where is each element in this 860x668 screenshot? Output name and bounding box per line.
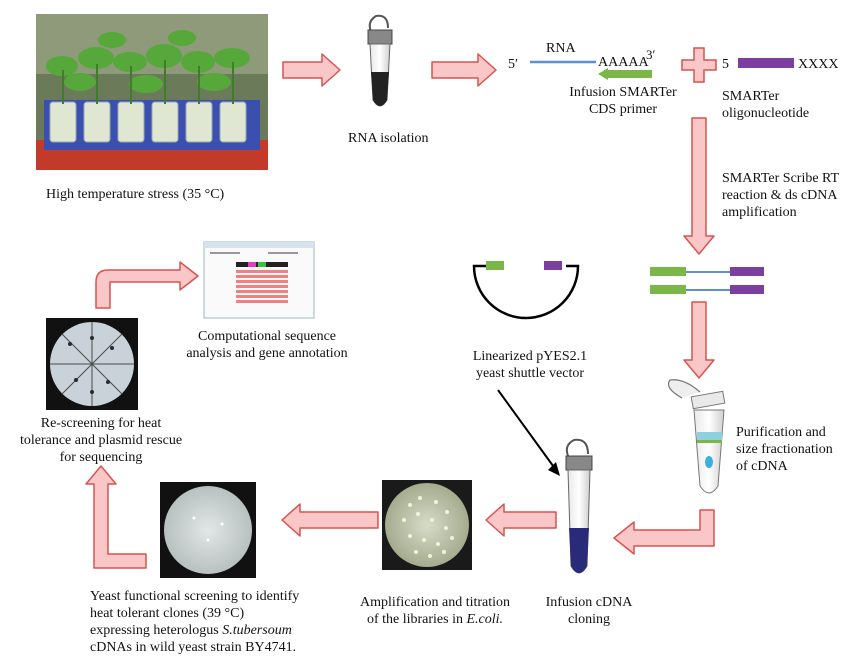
- arrow-up-rescreen: [85, 465, 147, 569]
- label-purif-3: of cDNA: [736, 459, 788, 474]
- yeast-plate-photo: [160, 482, 256, 578]
- label-ampl-2: of the libraries in E.coli.: [350, 611, 520, 628]
- cds-primer: [598, 68, 652, 80]
- label-polya: AAAAA: [598, 55, 649, 70]
- infusion-tube-icon: [565, 438, 593, 574]
- label-vector-2: yeast shuttle vector: [475, 366, 585, 381]
- ampl-2-italic: E.coli.: [466, 612, 504, 627]
- label-cds-primer-2: CDS primer: [588, 102, 658, 117]
- label-comp-2: analysis and gene annotation: [186, 346, 348, 361]
- yeast-3-italic: S.tubersoum: [222, 623, 292, 638]
- arrow-left-2: [281, 503, 379, 537]
- label-five-prime: 5′: [508, 57, 519, 72]
- arrow-left-1: [485, 503, 557, 537]
- label-three-prime: 3′: [646, 47, 656, 62]
- label-smarter-oligo-2: oligonucleotide: [722, 106, 810, 121]
- label-xxxx: XXXX: [798, 57, 839, 72]
- label-cds-primer-1: Infusion SMARTer: [558, 84, 688, 101]
- purification-tube-icon: [667, 379, 726, 494]
- label-yeast-1: Yeast functional screening to identify: [90, 589, 300, 604]
- arrow-curve-comp: [95, 261, 199, 309]
- flow-arrows: [85, 53, 715, 569]
- label-rt-1: SMARTer Scribe RT: [722, 171, 840, 186]
- label-rescreen-1: Re-screening for heat: [40, 416, 162, 431]
- smarter-oligo: [738, 58, 794, 68]
- arrow-right-2: [431, 53, 497, 87]
- label-rescreen-3: for sequencing: [59, 450, 143, 465]
- plus-icon: [681, 47, 717, 83]
- label-smarter-oligo-1: SMARTer: [722, 89, 780, 104]
- arrow-down-2: [683, 301, 715, 379]
- label-purif-1: Purification and: [736, 425, 826, 440]
- label-purif-2: size fractionation: [736, 442, 833, 457]
- arrow-l-to-infusion: [613, 509, 715, 555]
- rna-tube-icon: [367, 14, 393, 107]
- label-rna-isolation: RNA isolation: [348, 131, 429, 146]
- arrow-right-1: [282, 53, 341, 87]
- vector-icon: [472, 261, 580, 320]
- arrow-down-1: [683, 117, 715, 255]
- label-vector-1: Linearized pYES2.1: [472, 349, 588, 364]
- ds-cdna-icon: [650, 267, 764, 294]
- label-rna: RNA: [546, 41, 576, 56]
- label-infusion-2: cloning: [568, 612, 610, 627]
- label-rescreen-2: tolerance and plasmid rescue: [19, 433, 183, 448]
- analysis-screenshot-thumbnail: [203, 241, 315, 319]
- label-yeast-3: expressing heterologus S.tubersoum: [90, 622, 332, 639]
- label-rt-3: amplification: [722, 205, 797, 220]
- label-high-temp: High temperature stress (35 °C): [46, 187, 225, 202]
- rescreen-plate-photo: [46, 318, 138, 410]
- vector-arrow: [497, 389, 560, 476]
- ecoli-plate-photo: [382, 480, 472, 570]
- label-five-oligo: 5: [722, 57, 729, 72]
- cds-primer-label: Infusion SMARTer: [569, 85, 677, 100]
- label-comp-1: Computational sequence: [197, 329, 337, 344]
- label-yeast-4: cDNAs in wild yeast strain BY4741.: [90, 640, 297, 655]
- label-yeast-2: heat tolerant clones (39 °C): [90, 606, 245, 621]
- label-rt-2: reaction & ds cDNA: [722, 188, 838, 203]
- plants-photo: [36, 14, 268, 170]
- label-ampl-1: Amplification and titration: [359, 595, 511, 610]
- yeast-3-text: expressing heterologus: [90, 623, 223, 638]
- ampl-2-text: of the libraries in: [366, 612, 467, 627]
- label-infusion-1: Infusion cDNA: [545, 595, 633, 610]
